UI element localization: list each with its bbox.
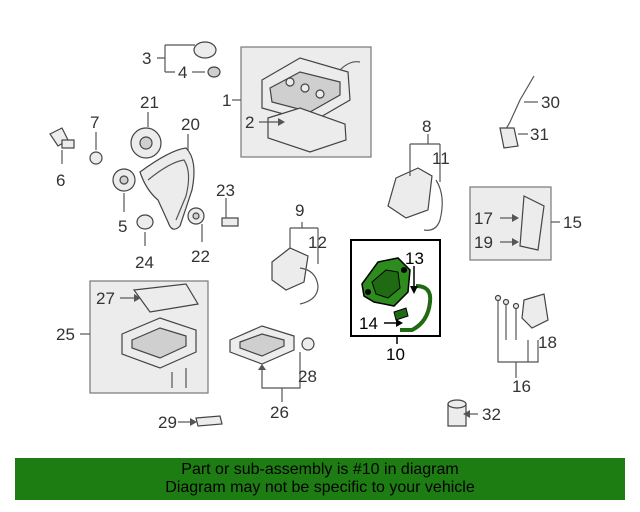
bracket-18-part[interactable] (521, 293, 549, 329)
bolts-16-part[interactable] (494, 294, 520, 341)
callout-18: 18 (538, 333, 557, 352)
callout-22: 22 (191, 247, 210, 266)
sensor-23-part[interactable] (221, 210, 239, 227)
tensioner-22-part[interactable] (187, 207, 205, 225)
filler-cap-seal-part[interactable] (207, 66, 221, 78)
callout-21: 21 (140, 93, 159, 112)
callout-16: 16 (512, 377, 531, 396)
cover-15-part[interactable] (519, 195, 545, 251)
callout-19: 19 (474, 233, 493, 252)
gasket-12-part[interactable] (299, 267, 319, 305)
callout-27: 27 (96, 289, 115, 308)
upper-oil-pan-part[interactable] (121, 317, 197, 369)
highlighted-seal-14-part[interactable] (393, 307, 409, 321)
callout-1: 1 (222, 91, 231, 110)
callout-25: 25 (56, 325, 75, 344)
callout-2: 2 (245, 113, 254, 132)
oil-filler-cap-part[interactable] (193, 41, 217, 59)
highlighted-timing-cover-10-part[interactable] (361, 257, 411, 307)
info-banner: Part or sub-assembly is #10 in diagram D… (15, 458, 625, 500)
crank-pulley-part[interactable] (112, 168, 136, 192)
baffle-27-part[interactable] (132, 283, 199, 313)
callout-12: 12 (308, 233, 327, 252)
highlighted-gasket-13-part[interactable] (400, 284, 433, 332)
idler-24-part[interactable] (136, 214, 154, 230)
callout-31: 31 (530, 125, 549, 144)
callout-4: 4 (178, 63, 187, 82)
callout-29: 29 (158, 413, 177, 432)
parts-diagram: 1 2 3 4 6 7 21 5 20 24 22 23 27 (49, 41, 582, 432)
callout-13: 13 (405, 249, 424, 268)
callout-3: 3 (142, 49, 151, 68)
callout-8: 8 (422, 117, 431, 136)
drain-plug-28-part[interactable] (301, 337, 315, 351)
callout-28: 28 (298, 367, 317, 386)
callout-10: 10 (386, 345, 405, 364)
callout-7: 7 (90, 113, 99, 132)
dipstick-tube-31-part[interactable] (499, 127, 519, 149)
callout-24: 24 (135, 253, 154, 272)
seal-7-part[interactable] (89, 151, 103, 165)
oil-filter-32-part[interactable] (447, 399, 467, 427)
callout-9: 9 (295, 201, 304, 220)
callout-23: 23 (216, 181, 235, 200)
bracket-29-part[interactable] (195, 415, 223, 427)
banner-line-2: Diagram may not be specific to your vehi… (165, 479, 475, 496)
camshaft-sprocket-part[interactable] (130, 127, 162, 159)
valve-cover-gasket-part[interactable] (267, 107, 347, 153)
callout-26: 26 (270, 403, 289, 422)
callout-15: 15 (563, 213, 582, 232)
callout-17: 17 (474, 209, 493, 228)
callout-30: 30 (541, 93, 560, 112)
callout-32: 32 (482, 405, 501, 424)
callout-11: 11 (432, 149, 450, 168)
banner-line-1: Part or sub-assembly is #10 in diagram (181, 461, 459, 478)
valve-cover-part[interactable] (261, 57, 361, 123)
lower-oil-pan-part[interactable] (229, 325, 295, 365)
oil-pressure-switch-part[interactable] (49, 127, 75, 149)
callout-20: 20 (181, 115, 200, 134)
gasket-11-part[interactable] (423, 179, 443, 231)
callout-14: 14 (359, 314, 378, 333)
callout-6: 6 (56, 171, 65, 190)
callout-5: 5 (118, 217, 127, 236)
timing-cover-8-part[interactable] (387, 167, 433, 219)
